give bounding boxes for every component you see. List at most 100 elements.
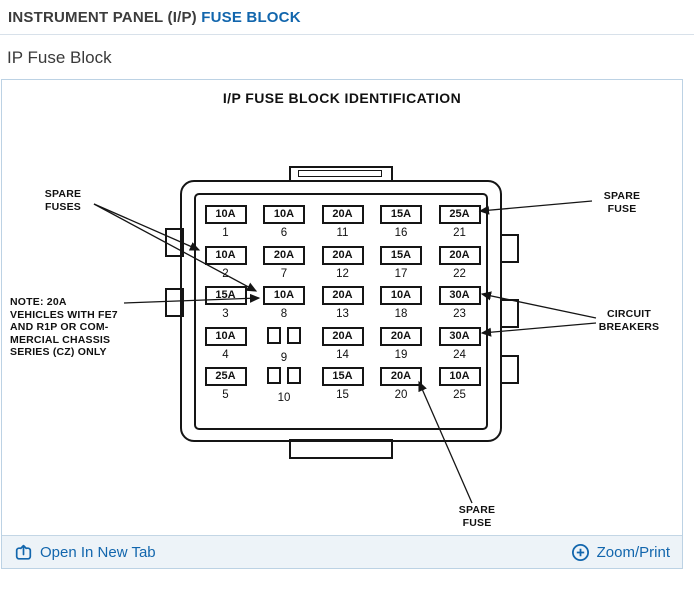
- fuse-amp-box: 20A: [438, 245, 481, 265]
- fuse-amp-box: 10A: [438, 367, 481, 386]
- label-note-fe7: NOTE: 20A VEHICLES WITH FE7 AND R1P OR C…: [10, 296, 118, 358]
- open-in-new-tab-link[interactable]: Open In New Tab: [14, 543, 156, 562]
- fuse-number: 19: [394, 348, 408, 361]
- fuse-number: 20: [394, 389, 408, 401]
- fuse-number: 3: [222, 308, 229, 320]
- page: INSTRUMENT PANEL (I/P) FUSE BLOCK IP Fus…: [0, 0, 694, 569]
- zoom-print-link[interactable]: Zoom/Print: [571, 543, 670, 562]
- section-subtitle: IP Fuse Block: [7, 48, 112, 67]
- fuse-number: 18: [394, 308, 408, 320]
- empty-terminal-box: [267, 367, 281, 384]
- fuse-amp-box: 10A: [204, 205, 247, 224]
- block-right-tab-2: [500, 299, 519, 328]
- empty-terminals: [264, 326, 304, 345]
- fuse-amp-box: 30A: [438, 326, 481, 346]
- fuse-number: 8: [280, 308, 288, 320]
- fuse-number: 6: [280, 227, 288, 239]
- block-right-tab-3: [500, 355, 519, 384]
- empty-terminals: [264, 366, 304, 385]
- fuse-number: 10: [277, 392, 291, 404]
- fuse-number: 4: [222, 348, 229, 361]
- fuse-amp-box: 30A: [438, 286, 481, 305]
- fuse-number: 1: [222, 227, 229, 239]
- fuse-amp-box: 15A: [380, 205, 422, 224]
- label-circuit-breakers: CIRCUIT BREAKERS: [598, 308, 660, 333]
- page-title-main: INSTRUMENT PANEL (I/P): [8, 9, 197, 26]
- block-top-slot: [298, 170, 382, 177]
- fuse-number: 2: [222, 267, 229, 280]
- fuse-amp-box: 25A: [438, 205, 481, 224]
- empty-terminal-box: [287, 367, 301, 384]
- fuse-slot-empty: 10: [256, 366, 313, 404]
- label-spare-fuses-left: SPARE FUSES: [44, 188, 82, 213]
- open-in-new-tab-label: Open In New Tab: [40, 543, 156, 561]
- diagram-title: I/P FUSE BLOCK IDENTIFICATION: [222, 90, 462, 106]
- fuse-amp-box: 25A: [204, 367, 247, 386]
- fuse-amp-box: 15A: [380, 245, 422, 265]
- fuse-amp-box: 20A: [321, 326, 364, 346]
- block-right-tab-1: [500, 234, 519, 263]
- fuse-amp-box: 10A: [263, 205, 305, 224]
- fuse-amp-box: 20A: [263, 245, 305, 265]
- fuse-amp-box: 20A: [321, 245, 364, 265]
- empty-terminal-box: [267, 326, 281, 344]
- fuse-number: 12: [336, 267, 349, 280]
- fuse-number: 23: [453, 308, 466, 320]
- label-spare-fuse-bottom: SPARE FUSE: [458, 504, 496, 529]
- fuse-amp-box: 15A: [204, 286, 247, 305]
- zoom-print-label: Zoom/Print: [596, 543, 670, 561]
- viewer-toolbar: Open In New Tab Zoom/Print: [2, 535, 682, 568]
- fuse-amp-box: 20A: [380, 326, 422, 346]
- fuse-number: 7: [280, 267, 288, 280]
- fuse-amp-box: 10A: [380, 286, 422, 305]
- fuse-number: 16: [394, 227, 408, 239]
- open-in-new-tab-icon: [15, 544, 32, 560]
- block-top-tab: [289, 166, 393, 182]
- fuse-number: 14: [336, 348, 349, 361]
- fuse-number: 25: [453, 389, 466, 401]
- page-title-accent: FUSE BLOCK: [201, 9, 301, 26]
- fuse-slot-empty: 9: [256, 326, 313, 364]
- fuse-number: 11: [336, 227, 349, 239]
- fuse-number: 5: [222, 389, 229, 401]
- fuse-amp-box: 10A: [204, 245, 247, 265]
- label-spare-fuse-right: SPARE FUSE: [603, 190, 641, 215]
- fuse-number: 13: [336, 308, 349, 320]
- empty-terminal-box: [287, 326, 301, 344]
- fuse-amp-box: 20A: [321, 205, 364, 224]
- fuse-number: 15: [336, 389, 349, 401]
- circle-plus-icon: [571, 543, 589, 561]
- fuse-amp-box: 15A: [321, 367, 364, 386]
- block-bottom-tab: [289, 439, 393, 459]
- fuse-number: 21: [453, 227, 466, 239]
- page-title: INSTRUMENT PANEL (I/P) FUSE BLOCK: [0, 0, 694, 35]
- fuse-number: 24: [453, 348, 466, 361]
- fuse-amp-box: 20A: [321, 286, 364, 305]
- fuse-number: 9: [280, 351, 288, 364]
- fuse-number: 22: [453, 267, 466, 280]
- fuse-amp-box: 10A: [204, 326, 247, 346]
